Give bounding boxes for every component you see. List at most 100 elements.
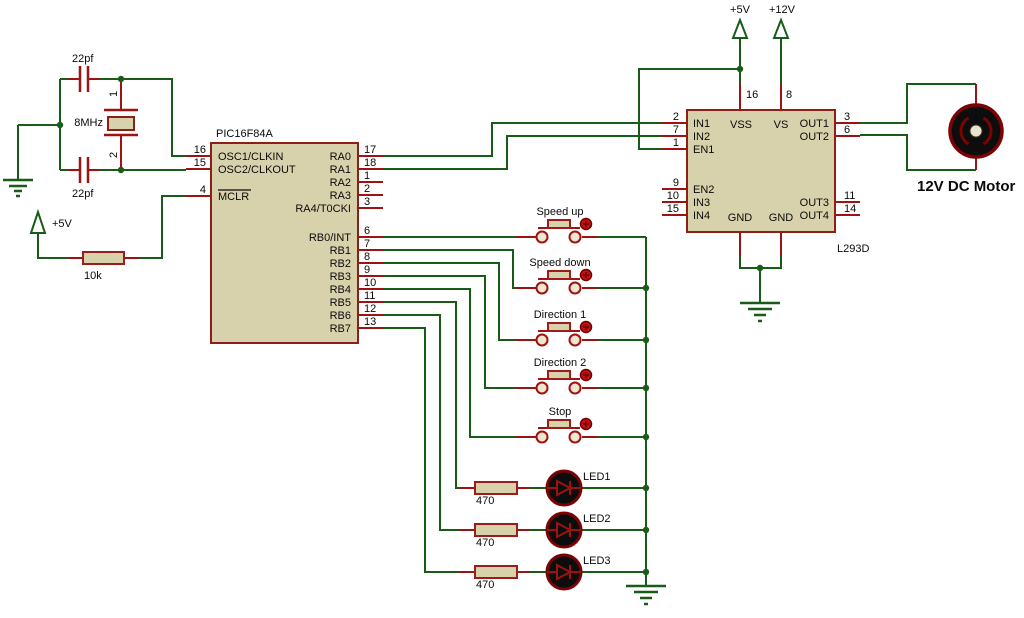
- driver-title: L293D: [837, 243, 869, 255]
- pin-label: OUT4: [800, 210, 829, 222]
- button-cap: [547, 270, 571, 280]
- motor-brush-arc: [982, 116, 993, 146]
- cap-top-label: 22pf: [72, 53, 94, 65]
- wire: [530, 487, 646, 573]
- actuator-cross-icon: [583, 372, 589, 378]
- wire: [597, 236, 647, 586]
- vcc-left-label: +5V: [52, 218, 73, 230]
- capacitor-plates: [78, 66, 90, 183]
- button-cap: [547, 370, 571, 380]
- button-terminal: [535, 281, 549, 295]
- ground-symbol: [740, 301, 780, 323]
- power-arrow-12v-top: [772, 17, 790, 39]
- led3-label: LED3: [583, 555, 611, 567]
- led3-symbol: [545, 553, 583, 591]
- pin-number: 15: [194, 157, 206, 169]
- led1-label: LED1: [583, 471, 611, 483]
- pin-label: OUT3: [800, 197, 829, 209]
- pin-label: IN2: [693, 131, 710, 143]
- push-button-direction-2: [535, 368, 593, 395]
- pin-number: 18: [364, 157, 376, 169]
- pin-number: 13: [364, 316, 376, 328]
- push-button-stop: [535, 417, 593, 444]
- pin-number: 8: [364, 251, 370, 263]
- button-terminal: [568, 381, 582, 395]
- led-resistor-leads: [460, 487, 530, 573]
- button-terminal: [535, 230, 549, 244]
- pin-number: 6: [364, 225, 370, 237]
- pin-label: EN2: [693, 184, 714, 196]
- pin-label: VSS: [730, 119, 752, 131]
- pin-label: RB7: [330, 323, 351, 335]
- button-label-direction-1: Direction 1: [534, 309, 587, 321]
- pin-label: OSC1/CLKIN: [218, 151, 283, 163]
- pin-number: 11: [844, 190, 855, 202]
- pin-number: 10: [364, 277, 376, 289]
- pin-number: 9: [364, 264, 370, 276]
- button-label-stop: Stop: [549, 406, 572, 418]
- power-arrow-5v-top: [731, 17, 749, 39]
- button-label-speed-down: Speed down: [529, 257, 590, 269]
- led-diode-icon: [547, 521, 581, 539]
- driver-chip-body: [686, 109, 836, 233]
- pin-number: 14: [844, 203, 856, 215]
- pic-pin-stubs: [186, 155, 383, 329]
- pin-label: GND: [728, 212, 753, 224]
- pin-number: 4: [200, 184, 206, 196]
- button-terminal: [568, 230, 582, 244]
- vcc-top-label: +5V: [730, 4, 751, 16]
- pin-label: MCLR: [218, 191, 249, 203]
- dc-motor-symbol: [948, 103, 1004, 159]
- pin-label: RB5: [330, 297, 351, 309]
- pin-number: 10: [667, 190, 679, 202]
- pin-label: GND: [769, 212, 794, 224]
- crystal-pin1-label: 1: [108, 91, 120, 97]
- pin-label: IN3: [693, 197, 710, 209]
- pic-title: PIC16F84A: [216, 128, 274, 140]
- pin-label: OUT1: [800, 118, 829, 130]
- resistor-470-label: 470: [476, 495, 494, 507]
- wire: [860, 83, 976, 171]
- ground-symbol: [626, 584, 666, 606]
- led2-label: LED2: [583, 513, 611, 525]
- motor-shaft: [969, 124, 983, 138]
- push-button-direction-1: [535, 320, 593, 347]
- button-cap: [547, 322, 571, 332]
- power-arrow-5v-left: [29, 208, 47, 234]
- push-button-speed-down: [535, 268, 593, 295]
- pin-number: 3: [364, 196, 370, 208]
- button-terminal: [568, 281, 582, 295]
- pin-label: OUT2: [800, 131, 829, 143]
- led1-symbol: [545, 469, 583, 507]
- pin-label: RB6: [330, 310, 351, 322]
- wire: [383, 301, 460, 573]
- wire: [383, 122, 662, 170]
- pin-label: RB3: [330, 271, 351, 283]
- pin-number: 6: [844, 124, 850, 136]
- actuator-cross-icon: [583, 221, 589, 227]
- pin-label: IN4: [693, 210, 710, 222]
- push-button-speed-up: [535, 217, 593, 244]
- actuator-cross-icon: [583, 421, 589, 427]
- pin-number: 2: [673, 111, 679, 123]
- crystal-plates: [104, 108, 138, 137]
- pin-label: RB4: [330, 284, 351, 296]
- pin-number: 7: [364, 238, 370, 250]
- motor-label: 12V DC Motor: [917, 178, 1016, 195]
- resistor-470-label: 470: [476, 537, 494, 549]
- cap-bottom-label: 22pf: [72, 188, 94, 200]
- resistor-10k: [82, 251, 125, 265]
- led2-symbol: [545, 511, 583, 549]
- resistor-470-label: 470: [476, 579, 494, 591]
- pin-number: 16: [194, 144, 206, 156]
- pin-number: 16: [746, 89, 758, 101]
- ground-symbol: [3, 178, 33, 198]
- button-label-direction-2: Direction 2: [534, 357, 587, 369]
- crystal-pin2-label: 2: [108, 152, 120, 158]
- resistor-470-led3: [474, 565, 518, 579]
- pin-number: 1: [364, 170, 370, 182]
- pin-label: OSC2/CLKOUT: [218, 164, 296, 176]
- pin-number: 8: [786, 89, 792, 101]
- driver-pin-stubs: [662, 84, 860, 256]
